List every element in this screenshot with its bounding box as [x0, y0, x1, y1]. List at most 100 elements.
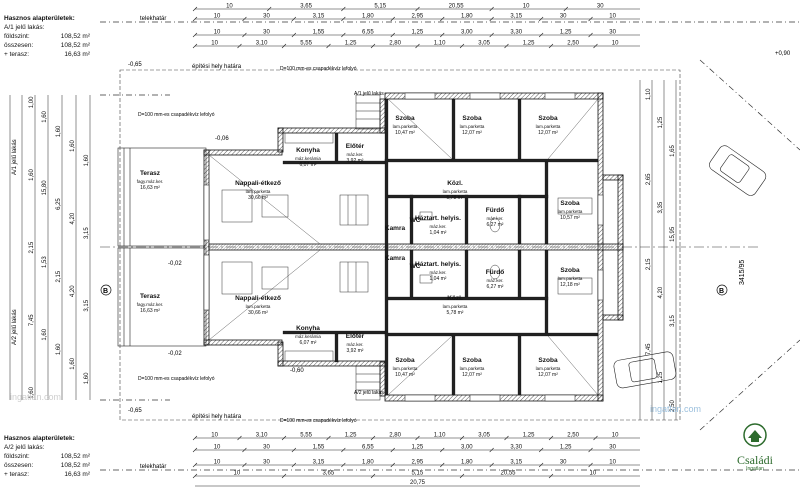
- dimension-tick: [242, 447, 247, 453]
- side-dimension-label: 2,15: [29, 241, 35, 253]
- dimension-tick: [588, 447, 593, 453]
- dimension-label: 10: [214, 30, 221, 36]
- dimension-label: 2,95: [412, 460, 424, 466]
- room-text: lam.parketta: [460, 124, 485, 129]
- dimension-label: 10: [211, 41, 218, 47]
- side-dimension-label: 1,60: [42, 328, 48, 340]
- dimension-tick: [192, 447, 198, 453]
- dimension-label: 20,55: [501, 471, 517, 477]
- room-text: 6,07 m²: [300, 340, 317, 346]
- dimension-tick: [415, 43, 420, 49]
- dimension-ticks: [192, 6, 598, 479]
- dimension-label: 30: [263, 30, 270, 36]
- room-text: máz.ker.: [429, 224, 446, 229]
- side-dimension-label: 1,60: [70, 139, 76, 151]
- room-text: Kamra: [385, 255, 406, 262]
- dimension-label: 1,80: [362, 14, 374, 20]
- room-text: 12,07 m²: [538, 130, 558, 136]
- dimension-label: 1,55: [313, 30, 325, 36]
- room-text: máz.kerámia: [295, 156, 321, 161]
- dimension-label: 2,50: [567, 433, 579, 439]
- side-dimension-label: 1,60: [29, 169, 35, 181]
- dimension-tick: [538, 16, 544, 22]
- party-wall: [208, 243, 624, 251]
- dimension-label: 3,00: [461, 445, 473, 451]
- area-row: + terasz:16,63 m²: [4, 471, 90, 478]
- dimension-label: 2,80: [389, 433, 401, 439]
- watermark-right: ingatlan.com: [650, 404, 701, 414]
- section-marker-left: [100, 284, 112, 296]
- dimension-label: 6,55: [362, 445, 374, 451]
- room-text: 3,92 m²: [347, 348, 364, 354]
- room-text: 3,92 m²: [347, 158, 364, 164]
- dimension-tick: [440, 447, 445, 453]
- side-dimension-label: 1,60: [29, 386, 35, 398]
- room-text: 5,78 m²: [447, 310, 464, 316]
- dimension-tick: [588, 462, 593, 468]
- side-dimension-label: 2,15: [56, 270, 62, 282]
- watermark-left: ingatlan.com: [10, 392, 61, 402]
- label-csapadek-bottom: D=100 mm-es csapadékvíz lefolyó: [138, 376, 215, 382]
- dimension-tick: [548, 43, 554, 49]
- label-a1-entry: A/1 jelű lakás: [354, 91, 384, 97]
- label-csapadek-top: D=100 mm-es csapadékvíz lefolyó: [138, 112, 215, 118]
- dimension-label: 10: [211, 433, 218, 439]
- room-kamra-t: Kamra: [385, 225, 406, 232]
- label-csapadek-right: D=100 mm-es csapadékvíz lefolyó: [280, 66, 357, 72]
- dimension-tick: [266, 6, 272, 12]
- dimension-tick: [237, 43, 242, 49]
- room-text: 6,27 m²: [487, 284, 504, 290]
- entry-steps: [355, 94, 381, 401]
- room-text: 10,47 m²: [395, 372, 415, 378]
- interior-walls: [282, 98, 599, 396]
- dimension-tick: [588, 16, 593, 22]
- room-haztar-t: Háztart. helyis.máz.ker.1,04 m²: [415, 215, 461, 236]
- room-text: Szoba: [538, 115, 558, 122]
- dimension-label: 3,10: [256, 41, 268, 47]
- side-dimension-label: 4,20: [70, 285, 76, 297]
- dimension-label: 3,15: [313, 14, 325, 20]
- room-kamra-b: Kamra: [385, 255, 406, 262]
- room-text: fagy.máz.ker.: [137, 302, 163, 307]
- label-a2-entry: A/2 jelű lakás: [354, 390, 384, 396]
- room-text: Terasz: [140, 170, 161, 177]
- room-text: 16,63 m²: [140, 185, 160, 191]
- label-telekhatar-bottom: telekhatár: [140, 464, 166, 470]
- room-text: Szoba: [538, 357, 558, 364]
- dimension-label: 3,10: [256, 433, 268, 439]
- room-text: Fürdő: [486, 207, 504, 214]
- area-summary-title: Hasznos alapterületek:: [4, 15, 75, 22]
- dimension-tick: [440, 32, 445, 38]
- side-dimension-label: 1,10: [646, 88, 652, 100]
- dimension-tick: [291, 32, 297, 38]
- dimension-tick: [192, 462, 198, 468]
- dimension-label: 1,25: [345, 41, 357, 47]
- dimension-tick: [440, 462, 445, 468]
- elev-top-right: +0,90: [775, 51, 791, 57]
- room-wc-b: WC: [410, 263, 421, 270]
- building-envelope: [119, 69, 681, 421]
- side-dimension-label: 1,60: [84, 372, 90, 384]
- elev-walk-bottom: -0,60: [290, 368, 304, 374]
- dimension-tick: [415, 6, 420, 12]
- dimension-label: 1,25: [523, 41, 535, 47]
- room-text: Előtér: [346, 143, 365, 150]
- room-text: Szoba: [462, 357, 482, 364]
- dimension-tick: [370, 473, 376, 479]
- label-csapadek-bottom2: D=100 mm-es csapadékvíz lefolyó: [280, 418, 357, 424]
- room-text: 30,66 m²: [248, 310, 268, 316]
- dimension-tick: [593, 43, 598, 49]
- room-text: WC: [410, 263, 421, 270]
- room-text: Nappali-étkező: [235, 295, 281, 302]
- room-text: Szoba: [560, 267, 580, 274]
- dimension-label: 30: [560, 14, 567, 20]
- side-dimension-label: 4,20: [658, 286, 664, 298]
